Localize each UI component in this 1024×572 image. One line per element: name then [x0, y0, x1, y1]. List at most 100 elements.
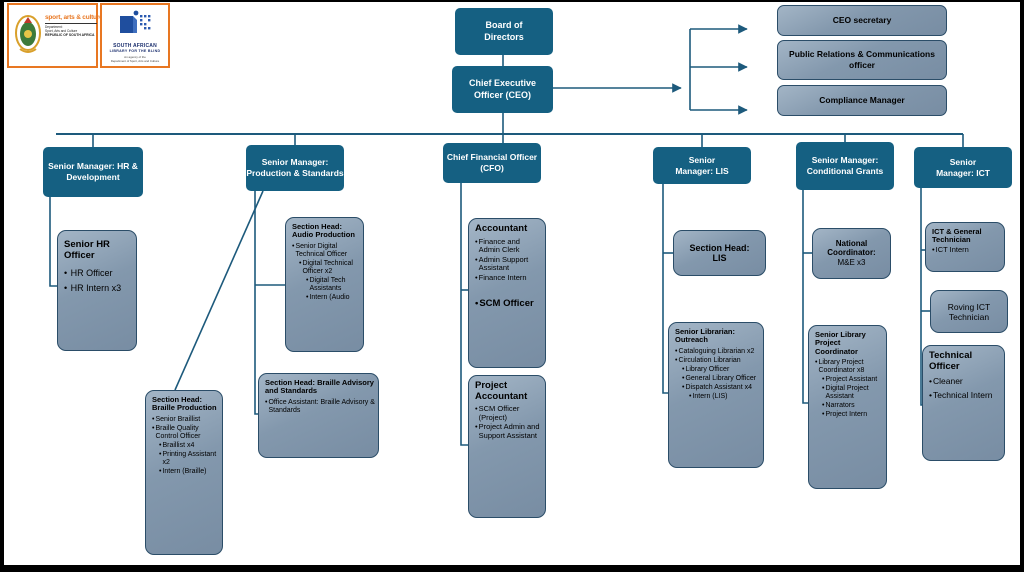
braille-book-icon [120, 10, 151, 33]
bullet-text: Cleaner [932, 376, 963, 387]
bullet-text: HR Intern x3 [70, 282, 122, 293]
bullet-text: Intern (Audio [309, 293, 350, 301]
bullet-dot: • [932, 244, 935, 254]
bullet-dot: • [159, 467, 162, 475]
unit-bullets: •SCM Officer (Project)•Project Admin and… [475, 404, 542, 440]
bullet-dot: • [689, 392, 692, 400]
unit-bullets: •ICT Intern [932, 244, 1001, 255]
bullet-text: General Library Officer [685, 374, 757, 382]
unit-subtitle: M&E x3 [837, 257, 866, 267]
bullet-dot: • [822, 410, 825, 418]
unit-bullets: •Library Project Coordinator x8•Project … [815, 359, 883, 419]
bullet-item: •Finance Intern [475, 272, 542, 283]
unit-bullets: •Senior Digital Technical Officer•Digita… [292, 243, 360, 302]
box-board-of-directors: Board of Directors [455, 8, 553, 55]
bullet-item: •Cataloguing Librarian x2 [675, 348, 760, 356]
dsac-sub2: Sport, Arts and Culture [45, 29, 78, 34]
bullet-text: ICT Intern [935, 244, 969, 254]
bullet-text: Finance Intern [478, 272, 527, 282]
bullet-dot: • [815, 359, 818, 367]
bullet-dot: • [292, 242, 295, 250]
bullet-item: •Digital Tech Assistants [306, 277, 360, 293]
unit-title: Project Accountant [475, 380, 528, 402]
unit-bullets: •Office Assistant: Braille Advisory & St… [265, 399, 375, 415]
slide-frame-top [0, 0, 1024, 2]
unit-title: Senior Library Project Coordinator [815, 330, 866, 356]
unit-title: Senior Librarian: Outreach [675, 327, 736, 345]
box-senior-manager-hr: Senior Manager: HR & Development [43, 147, 143, 197]
dsac-logo: sport, arts & culture Department: Sport,… [7, 3, 103, 68]
bullet-text: Dispatch Assistant x4 [685, 383, 752, 391]
sa-coat-of-arms-icon [15, 15, 41, 53]
bullet-item: •SCM Officer [475, 299, 542, 310]
box-braille-advisory: Section Head: Braille Advisory and Stand… [258, 373, 379, 458]
unit-title: Section Head: LIS [689, 242, 750, 263]
bullet-dot: • [159, 441, 162, 449]
bullet-item: •Office Assistant: Braille Advisory & St… [265, 399, 375, 415]
bullet-text: SCM Officer (Project) [478, 404, 520, 422]
bullet-text: Digital Technical Officer x2 [302, 259, 353, 275]
bullet-dot: • [475, 404, 478, 414]
bullet-item: •Circulation Librarian [675, 357, 760, 365]
bullet-text: Braillist x4 [162, 441, 195, 449]
box-roving-ict-technician: Roving ICT Technician [930, 290, 1008, 333]
unit-title: Section Head: Braille Advisory and Stand… [265, 378, 374, 396]
bullet-dot: • [822, 376, 825, 384]
bullet-text: SCM Officer [479, 298, 534, 310]
box-senior-manager-ict: Senior Manager: ICT [914, 147, 1012, 188]
bullet-text: Senior Digital Technical Officer [295, 242, 348, 258]
bullet-item: •Finance and Admin Clerk [475, 237, 542, 255]
unit-title: Accountant [475, 223, 528, 234]
salb-line1: SOUTH AFRICAN [113, 43, 157, 49]
bullet-item: •Dispatch Assistant x4 [682, 384, 760, 392]
bullet-item: •Narrators [822, 402, 883, 410]
bullet-dot: • [299, 259, 302, 267]
box-audio-production: Section Head: Audio Production •Senior D… [285, 217, 364, 352]
bullet-dot: • [64, 282, 70, 293]
box-cfo: Chief Financial Officer (CFO) [443, 143, 541, 183]
box-public-relations-officer: Public Relations & Communications office… [777, 40, 947, 80]
bullet-item: •General Library Officer [682, 375, 760, 383]
box-senior-manager-production: Senior Manager: Production & Standards [246, 145, 344, 191]
bullet-dot: • [675, 356, 678, 364]
box-accountant: Accountant •Finance and Admin Clerk • Admi… [468, 218, 546, 368]
unit-title: Technical Officer [929, 350, 973, 372]
bullet-text: Project Intern [825, 410, 868, 418]
box-braille-production: Section Head: Braille Production •Senior… [145, 390, 223, 555]
bullet-text: Admin Support Assistant [478, 254, 529, 273]
bullet-item: •Project Intern [822, 411, 883, 419]
unit-title: Senior HR Officer [64, 239, 110, 261]
bullet-text: Technical Intern [932, 389, 993, 400]
box-ceo: Chief Executive Officer (CEO) [452, 66, 553, 113]
bullet-dot: • [682, 365, 685, 373]
bullet-item: •Project Assistant [822, 376, 883, 384]
bullet-text: Digital Tech Assistants [309, 276, 346, 292]
unit-title: Section Head: Audio Production [292, 222, 355, 240]
bullet-text: Narrators [825, 402, 855, 410]
bullet-text: Circulation Librarian [678, 356, 741, 364]
bullet-dot: • [682, 374, 685, 382]
box-senior-library-project-coordinator: Senior Library Project Coordinator •Libr… [808, 325, 887, 489]
bullet-dot: • [822, 402, 825, 410]
bullet-item: • HR Officer [64, 268, 133, 278]
bullet-item: •Braille Quality Control Officer [152, 425, 219, 441]
salb-logo-inner: SOUTH AFRICAN LIBRARY FOR THE BLIND An a… [102, 5, 168, 64]
bullet-item: •Digital Technical Officer x2 [299, 260, 360, 276]
box-senior-manager-grants: Senior Manager: Conditional Grants [796, 142, 894, 190]
bullet-text: Project Admin and Support Assistant [478, 422, 540, 440]
salb-logo: SOUTH AFRICAN LIBRARY FOR THE BLIND An a… [100, 3, 170, 68]
dsac-sub3: REPUBLIC OF SOUTH AFRICA [45, 33, 95, 38]
bullet-dot: • [152, 415, 155, 423]
bullet-text: Project Assistant [825, 376, 878, 384]
dsac-title: sport, arts & culture [45, 14, 103, 21]
bullet-dot: • [475, 298, 479, 310]
unit-title: ICT & General Technician [932, 227, 982, 245]
bullet-item: •Digital Project Assistant [822, 385, 883, 401]
bullet-item: •Senior Digital Technical Officer [292, 243, 360, 259]
dsac-sub1: Department: [45, 25, 63, 29]
unit-bullets: •Cleaner•Technical Intern [929, 377, 1001, 400]
box-technical-officer: Technical Officer •Cleaner•Technical Int… [922, 345, 1005, 461]
slide-frame-left [0, 0, 4, 572]
